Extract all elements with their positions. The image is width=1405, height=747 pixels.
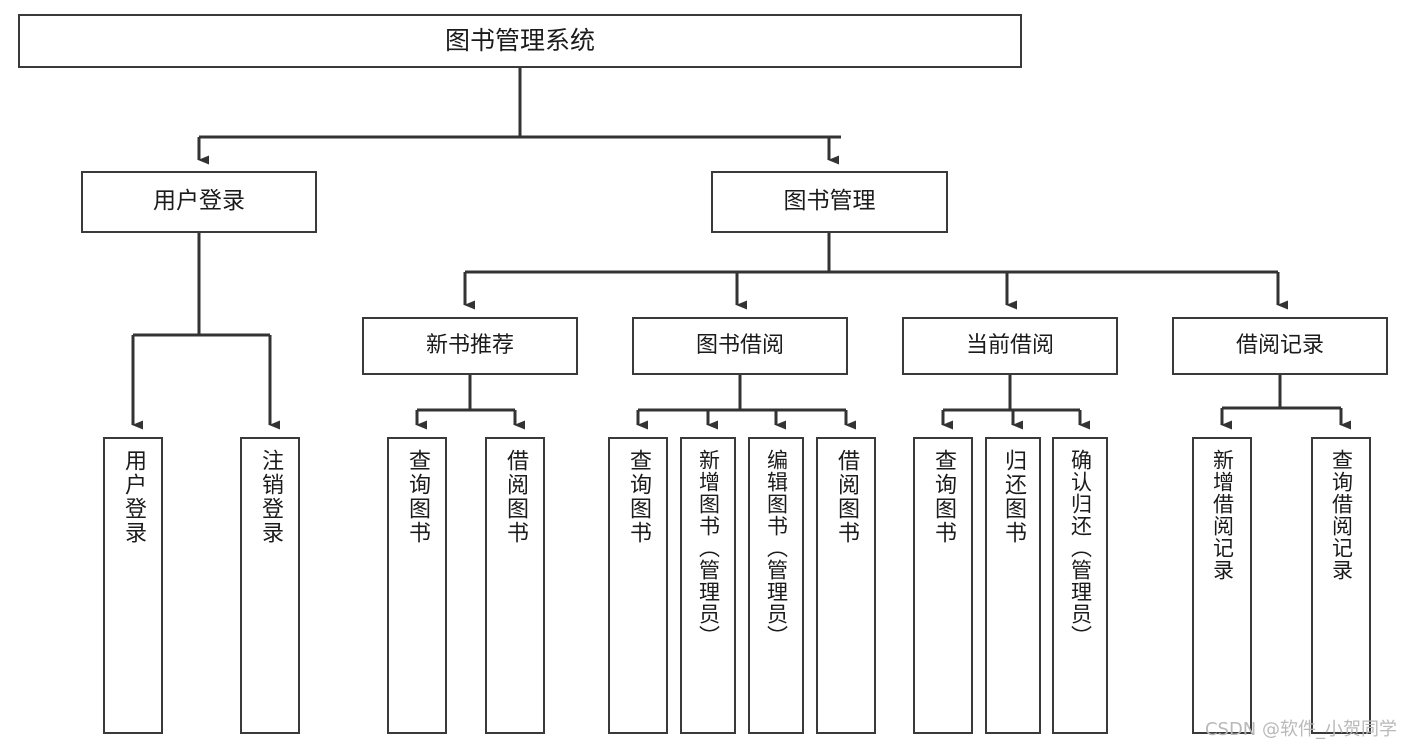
node-leaf-return-book[interactable]: 归还图书 xyxy=(985,437,1041,734)
node-leaf-query-book-rec[interactable]: 查询图书 xyxy=(387,437,447,734)
csdn-watermark: CSDN @软件_小贺同学 xyxy=(1204,719,1397,740)
node-leaf-borrow-book-borrow-label: 借阅图书 xyxy=(834,449,859,545)
node-borrow-record-label: 借阅记录 xyxy=(1235,333,1324,359)
node-leaf-add-book-admin-label: 新增图书（管理员） xyxy=(696,449,721,647)
node-book-management-label: 图书管理 xyxy=(783,188,876,215)
node-leaf-query-book-current-label: 查询图书 xyxy=(931,449,956,545)
node-leaf-add-book-admin[interactable]: 新增图书（管理员） xyxy=(680,437,736,734)
node-leaf-borrow-book-rec-label: 借阅图书 xyxy=(503,449,528,545)
node-leaf-add-borrow-record-label: 新增借阅记录 xyxy=(1210,449,1235,581)
node-leaf-logout-login-label: 注销登录 xyxy=(258,449,283,545)
node-leaf-query-book-current[interactable]: 查询图书 xyxy=(913,437,973,734)
node-leaf-confirm-return-admin[interactable]: 确认归还（管理员） xyxy=(1052,437,1108,734)
node-leaf-user-login-label: 用户登录 xyxy=(121,449,146,545)
node-leaf-borrow-book-rec[interactable]: 借阅图书 xyxy=(485,437,545,734)
node-root-label: 图书管理系统 xyxy=(444,26,595,56)
node-leaf-query-borrow-record[interactable]: 查询借阅记录 xyxy=(1311,437,1371,734)
node-leaf-confirm-return-admin-label: 确认归还（管理员） xyxy=(1068,449,1093,647)
node-leaf-user-login[interactable]: 用户登录 xyxy=(103,437,163,734)
node-borrow-record[interactable]: 借阅记录 xyxy=(1172,317,1388,375)
node-leaf-logout-login[interactable]: 注销登录 xyxy=(240,437,300,734)
node-leaf-query-borrow-record-label: 查询借阅记录 xyxy=(1329,449,1354,581)
node-leaf-query-book-rec-label: 查询图书 xyxy=(405,449,430,545)
node-new-book-recommend[interactable]: 新书推荐 xyxy=(362,317,578,375)
node-user-login[interactable]: 用户登录 xyxy=(81,171,317,233)
node-leaf-query-book-borrow[interactable]: 查询图书 xyxy=(608,437,668,734)
node-book-borrow-label: 图书借阅 xyxy=(695,333,784,359)
node-user-login-label: 用户登录 xyxy=(153,188,245,215)
node-current-borrow-label: 当前借阅 xyxy=(965,333,1054,359)
node-leaf-query-book-borrow-label: 查询图书 xyxy=(626,449,651,545)
node-leaf-edit-book-admin[interactable]: 编辑图书（管理员） xyxy=(748,437,804,734)
node-leaf-return-book-label: 归还图书 xyxy=(1001,449,1026,545)
node-leaf-edit-book-admin-label: 编辑图书（管理员） xyxy=(764,449,789,647)
node-book-borrow[interactable]: 图书借阅 xyxy=(632,317,848,375)
node-root[interactable]: 图书管理系统 xyxy=(18,14,1022,68)
node-leaf-borrow-book-borrow[interactable]: 借阅图书 xyxy=(816,437,876,734)
node-leaf-add-borrow-record[interactable]: 新增借阅记录 xyxy=(1192,437,1252,734)
node-book-management[interactable]: 图书管理 xyxy=(711,171,948,233)
node-current-borrow[interactable]: 当前借阅 xyxy=(902,317,1118,375)
node-new-book-recommend-label: 新书推荐 xyxy=(425,333,514,359)
